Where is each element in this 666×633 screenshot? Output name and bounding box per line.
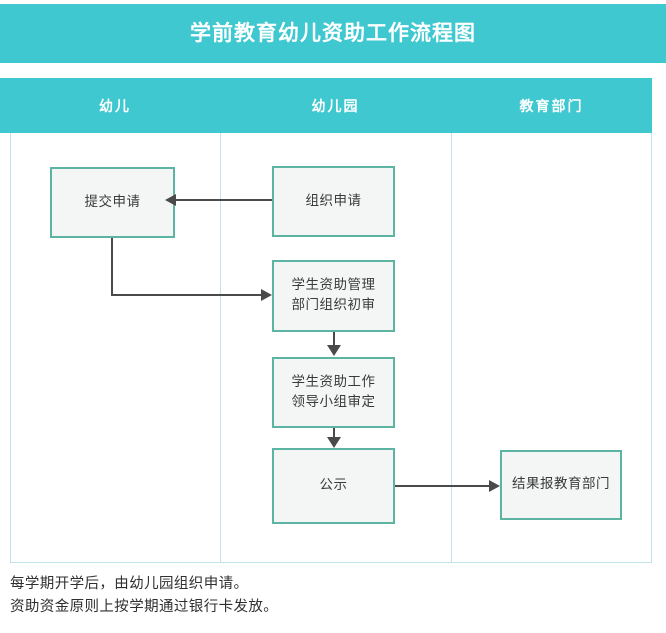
arrowhead-left-icon [165, 194, 176, 206]
node-label: 组织申请 [305, 192, 362, 209]
arrowhead-down-icon [327, 437, 341, 448]
connector-publish-to-report [395, 485, 489, 487]
swimlane-header-band: 幼儿 幼儿园 教育部门 [0, 78, 652, 133]
diagram-title-bar: 学前教育幼儿资助工作流程图 [0, 4, 666, 63]
arrowhead-right-icon [261, 289, 272, 301]
lane-divider-1 [220, 133, 221, 563]
lane-header-child: 幼儿 [99, 98, 131, 115]
connector-approve-to-publish [333, 428, 335, 438]
connector-review-to-approve [333, 332, 335, 346]
arrowhead-right-icon [489, 480, 500, 492]
node-label: 结果报教育部门 [512, 476, 610, 493]
lane-divider-2 [451, 133, 452, 563]
lane-header-education-dept: 教育部门 [519, 98, 584, 115]
node-label: 学生资助管理 部门组织初审 [291, 277, 376, 313]
connector-organize-to-submit [176, 199, 272, 201]
lane-header-kindergarten: 幼儿园 [311, 98, 360, 115]
page-title: 学前教育幼儿资助工作流程图 [190, 21, 476, 45]
node-preliminary-review[interactable]: 学生资助管理 部门组织初审 [272, 260, 395, 332]
node-report-to-education-dept[interactable]: 结果报教育部门 [500, 450, 622, 520]
node-label: 公示 [319, 477, 348, 494]
node-submit-application[interactable]: 提交申请 [50, 167, 175, 238]
node-leadership-approval[interactable]: 学生资助工作 领导小组审定 [272, 357, 395, 428]
node-label: 学生资助工作 领导小组审定 [291, 373, 376, 410]
arrowhead-down-icon [327, 345, 341, 356]
node-organize-application[interactable]: 组织申请 [272, 166, 395, 237]
connector-submit-to-review [111, 294, 261, 296]
footer-note-line-2: 资助资金原则上按学期通过银行卡发放。 [10, 599, 279, 616]
node-public-announcement[interactable]: 公示 [272, 448, 395, 524]
footer-note-line-1: 每学期开学后，由幼儿园组织申请。 [10, 576, 249, 592]
footer-notes: 每学期开学后，由幼儿园组织申请。 资助资金原则上按学期通过银行卡发放。 [10, 573, 650, 620]
node-label: 提交申请 [84, 193, 141, 210]
connector-submit-down-segment [111, 238, 113, 296]
